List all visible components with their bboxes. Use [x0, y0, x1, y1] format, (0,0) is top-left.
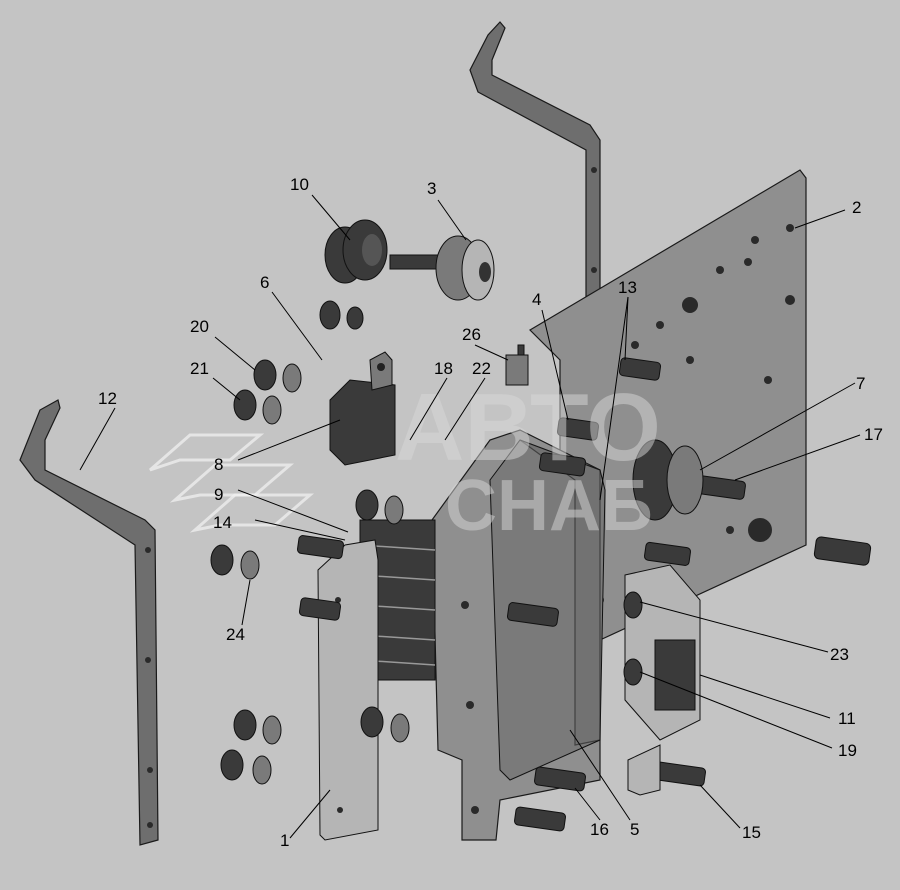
callout-23: 23 — [830, 645, 849, 664]
callout-24: 24 — [226, 625, 245, 644]
callout-13: 13 — [618, 278, 637, 297]
callout-11: 11 — [838, 709, 856, 728]
bracket-left — [19, 399, 159, 846]
callout-9: 9 — [214, 485, 223, 504]
screws — [296, 357, 872, 832]
terminal-block — [623, 564, 701, 741]
vertical-bracket — [317, 539, 379, 841]
callout-14: 14 — [213, 513, 232, 532]
nut-pair — [319, 300, 364, 330]
callout-15: 15 — [742, 823, 761, 842]
callout-6: 6 — [260, 273, 269, 292]
leader-lines — [79, 194, 861, 839]
switch — [329, 351, 396, 466]
callout-4: 4 — [532, 290, 541, 309]
callout-12: 12 — [98, 389, 117, 408]
grommet — [632, 439, 704, 521]
callout-17: 17 — [864, 425, 883, 444]
callout-21: 21 — [190, 359, 209, 378]
callout-1: 1 — [280, 831, 289, 850]
callout-5: 5 — [630, 820, 639, 839]
callout-26: 26 — [462, 325, 481, 344]
knob — [324, 219, 388, 284]
callout-7: 7 — [856, 374, 865, 393]
callout-8: 8 — [214, 455, 223, 474]
small-bracket — [627, 744, 661, 796]
watermark-text-top: АВТО — [395, 374, 661, 481]
small-connector — [505, 344, 529, 386]
callout-22: 22 — [472, 359, 491, 378]
watermark-text-bottom: СНАБ — [445, 466, 653, 546]
washers-lower-left — [220, 706, 410, 785]
callout-10: 10 — [290, 175, 309, 194]
callout-19: 19 — [838, 741, 857, 760]
callout-20: 20 — [190, 317, 209, 336]
washers-upper-left — [233, 359, 302, 425]
callout-2: 2 — [852, 198, 861, 217]
callout-16: 16 — [590, 820, 609, 839]
callout-18: 18 — [434, 359, 453, 378]
callouts: 10 3 2 6 4 13 26 20 21 12 18 22 8 9 14 2… — [98, 175, 883, 850]
callout-3: 3 — [427, 179, 436, 198]
washers-middle-left — [210, 489, 404, 580]
potentiometer — [389, 235, 495, 301]
